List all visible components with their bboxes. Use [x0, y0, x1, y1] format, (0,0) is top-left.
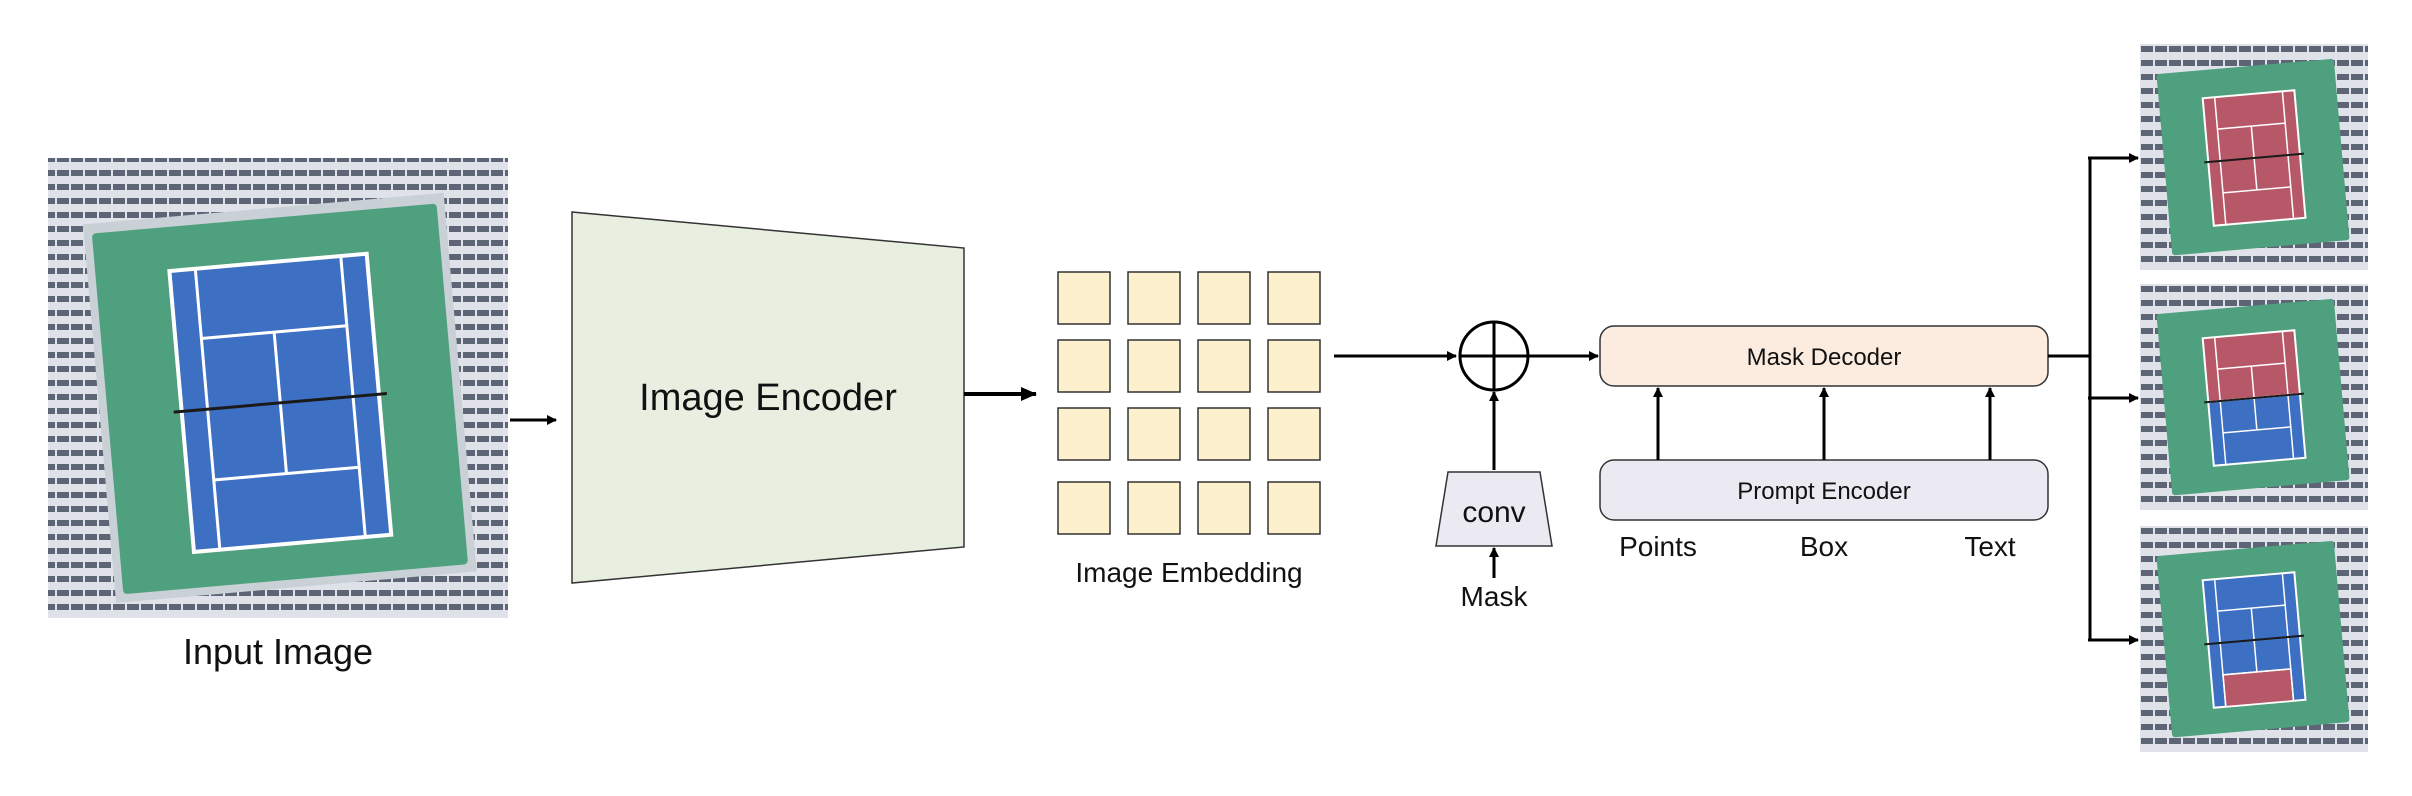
output-mask-half-court-top — [2140, 284, 2368, 510]
conv-block — [1435, 471, 1553, 547]
prompt-box-label: Box — [1800, 531, 1848, 562]
sum-node — [1458, 320, 1530, 392]
input-image-label: Input Image — [183, 631, 373, 672]
prompt-encoder-label: Prompt Encoder — [1737, 478, 1910, 505]
mask-decoder-label: Mask Decoder — [1747, 344, 1902, 371]
embedding-tile — [1197, 407, 1251, 461]
embedding-tile — [1197, 339, 1251, 393]
embedding-tile — [1057, 481, 1111, 535]
image-embedding-grid — [1057, 271, 1321, 535]
embedding-tile — [1267, 407, 1321, 461]
embedding-tile — [1267, 339, 1321, 393]
embedding-tile — [1127, 481, 1181, 535]
output-mask-service-box — [2140, 526, 2368, 752]
embedding-tile — [1127, 407, 1181, 461]
conv-label: conv — [1462, 496, 1525, 529]
prompt-points-label: Points — [1619, 531, 1697, 562]
output-branch-arrows — [2048, 153, 2139, 645]
input-image — [48, 158, 508, 618]
output-mask-full-court — [2140, 44, 2368, 270]
embedding-tile — [1057, 271, 1111, 325]
image-encoder-block — [571, 211, 965, 584]
embedding-tile — [1197, 481, 1251, 535]
image-embedding-label: Image Embedding — [1075, 557, 1302, 588]
embedding-tile — [1057, 339, 1111, 393]
embedding-tile — [1057, 407, 1111, 461]
image-encoder-label: Image Encoder — [639, 377, 897, 419]
embedding-tile — [1197, 271, 1251, 325]
embedding-tile — [1127, 271, 1181, 325]
embedding-tile — [1267, 481, 1321, 535]
embedding-tile — [1127, 339, 1181, 393]
mask-label: Mask — [1461, 581, 1529, 612]
embedding-tile — [1267, 271, 1321, 325]
prompt-text-label: Text — [1964, 531, 2016, 562]
